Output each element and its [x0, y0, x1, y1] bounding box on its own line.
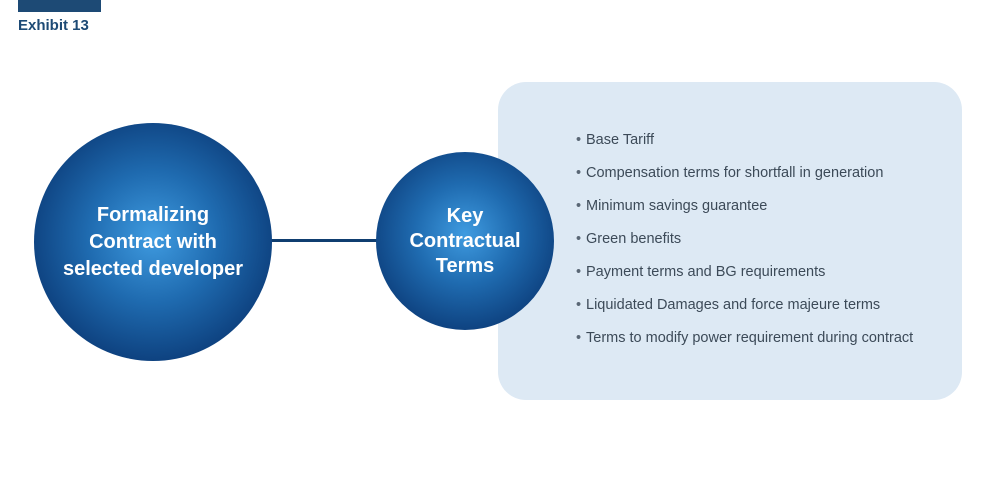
- term-item: •Base Tariff: [576, 130, 913, 163]
- formalizing-contract-label: Formalizing Contract with selected devel…: [62, 203, 244, 280]
- term-text: Terms to modify power requirement during…: [586, 330, 914, 346]
- contractual-terms-list: •Base Tariff •Compensation terms for sho…: [576, 130, 913, 361]
- bullet-icon: •: [576, 165, 582, 181]
- bullet-icon: •: [576, 198, 582, 214]
- term-item: •Green benefits: [576, 229, 913, 262]
- formalizing-contract-node: Formalizing Contract with selected devel…: [34, 123, 272, 361]
- term-text: Base Tariff: [586, 132, 654, 148]
- term-text: Compensation terms for shortfall in gene…: [586, 165, 884, 181]
- term-item: •Compensation terms for shortfall in gen…: [576, 163, 913, 196]
- exhibit-accent-bar: [18, 0, 101, 12]
- terms-panel: [498, 82, 962, 400]
- bullet-icon: •: [576, 330, 582, 346]
- key-contractual-terms-label: Key Contractual Terms: [409, 204, 521, 277]
- term-text: Liquidated Damages and force majeure ter…: [586, 297, 881, 313]
- term-item: •Minimum savings guarantee: [576, 196, 913, 229]
- term-item: •Payment terms and BG requirements: [576, 262, 913, 295]
- exhibit-label: Exhibit 13: [18, 17, 89, 34]
- key-contractual-terms-node: Key Contractual Terms: [376, 152, 554, 330]
- term-item: •Liquidated Damages and force majeure te…: [576, 295, 913, 328]
- connector-line: [262, 239, 388, 242]
- term-text: Minimum savings guarantee: [586, 198, 768, 214]
- term-item: •Terms to modify power requirement durin…: [576, 328, 913, 361]
- bullet-icon: •: [576, 297, 582, 313]
- bullet-icon: •: [576, 231, 582, 247]
- bullet-icon: •: [576, 132, 582, 148]
- bullet-icon: •: [576, 264, 582, 280]
- term-text: Green benefits: [586, 231, 682, 247]
- term-text: Payment terms and BG requirements: [586, 264, 826, 280]
